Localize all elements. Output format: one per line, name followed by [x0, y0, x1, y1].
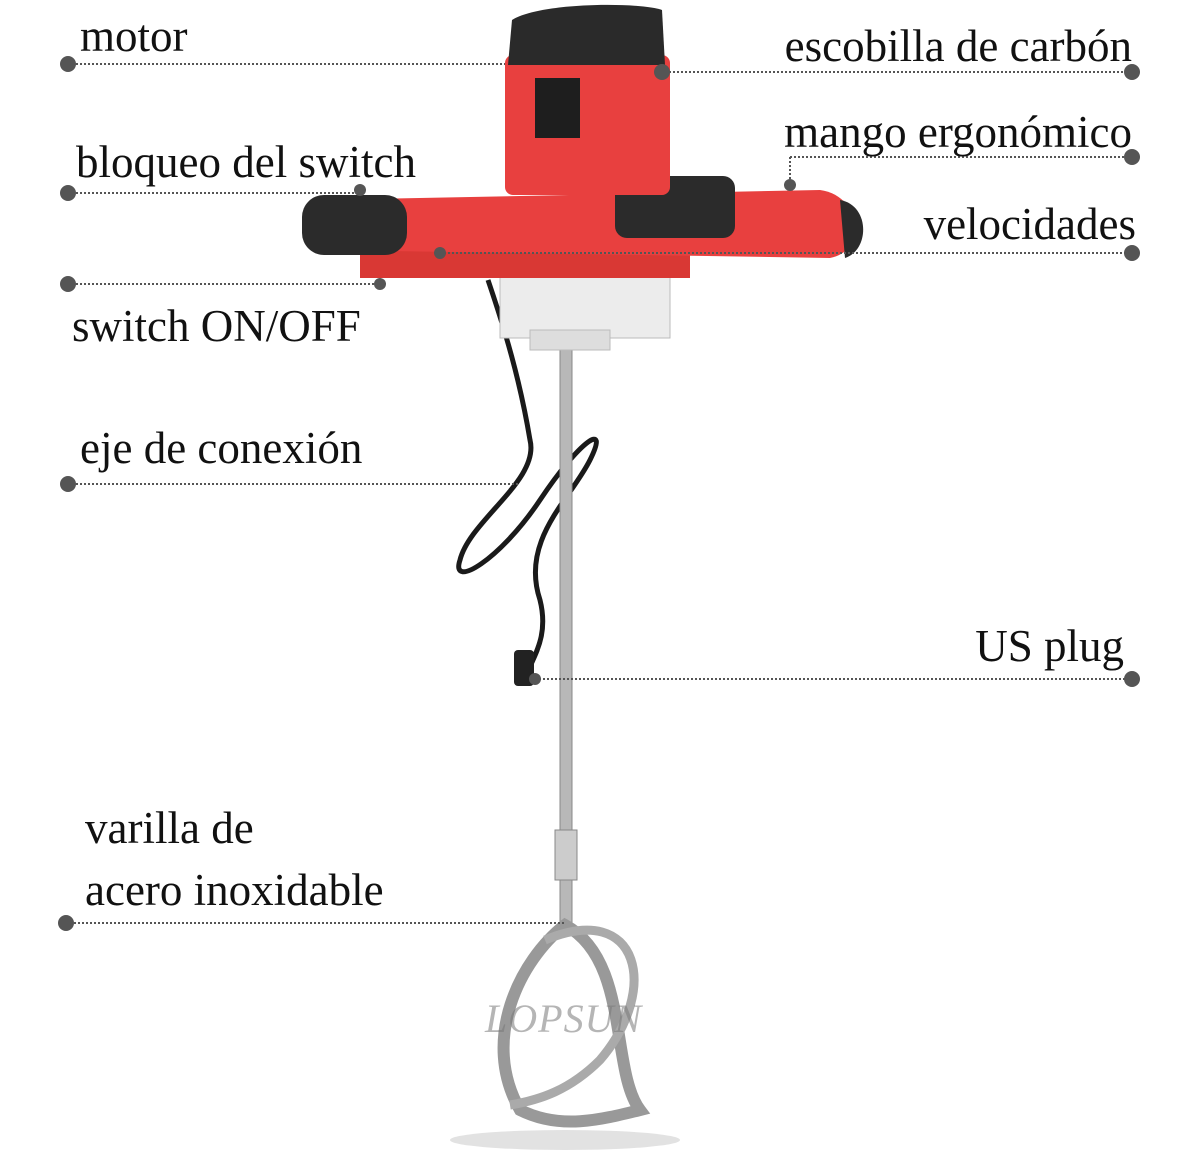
spec-plate [535, 78, 580, 138]
label-speeds: velocidades [923, 199, 1136, 249]
label-plug: US plug [975, 621, 1124, 671]
label-rod-line1: varilla de [85, 803, 254, 853]
label-motor: motor [80, 11, 188, 61]
mixing-paddle [497, 917, 651, 1128]
power-cord [456, 279, 599, 681]
label-ergonomic-handle: mango ergonómico [784, 107, 1132, 157]
label-power-switch: switch ON/OFF [72, 301, 361, 351]
floor-shadow [450, 1130, 680, 1150]
label-carbon-brush: escobilla de carbón [784, 21, 1132, 71]
leader-dots [58, 56, 1140, 931]
carbon-brush-cap [654, 64, 670, 80]
label-switch-lock: bloqueo del switch [76, 137, 416, 187]
watermark: LOPSUN [485, 996, 643, 1041]
label-connection-shaft: eje de conexión [80, 423, 363, 473]
motor-cap [508, 4, 665, 65]
motor-housing [505, 55, 670, 195]
plug-icon [514, 650, 534, 686]
leader-lines [66, 63, 1132, 924]
left-grip [302, 195, 407, 255]
label-rod-line2: acero inoxidable [85, 865, 384, 915]
